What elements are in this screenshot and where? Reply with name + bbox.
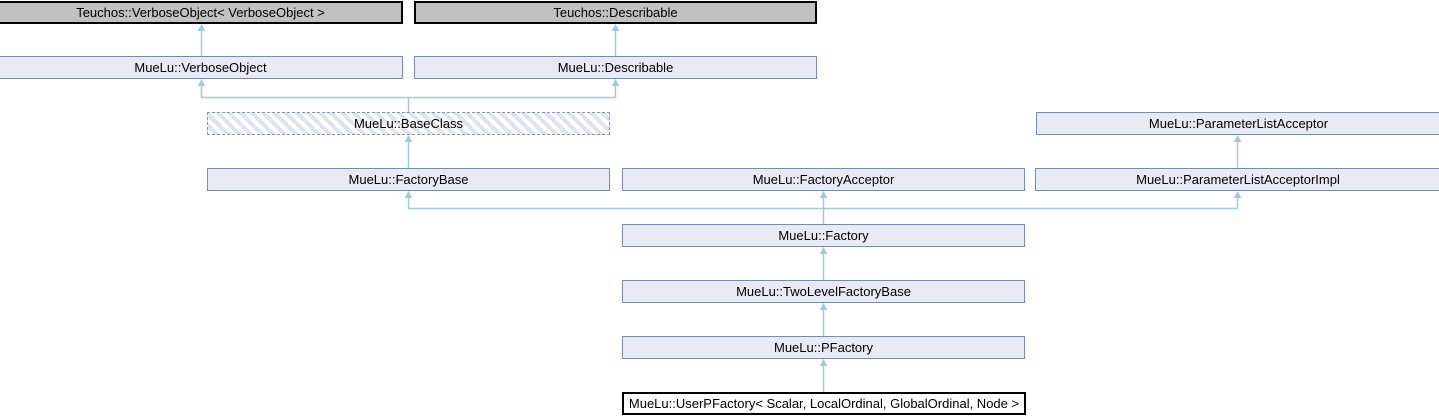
class-node-muelu-two-level-factory-base[interactable]: MueLu::TwoLevelFactoryBase <box>622 280 1025 303</box>
edge-factorybase <box>404 135 413 168</box>
class-node-muelu-parameter-list-acceptor[interactable]: MueLu::ParameterListAcceptor <box>1036 112 1439 135</box>
class-node-muelu-factory[interactable]: MueLu::Factory <box>622 224 1025 247</box>
edge-baseclass-multi <box>197 79 620 112</box>
class-node-muelu-parameter-list-acceptor-impl[interactable]: MueLu::ParameterListAcceptorImpl <box>1035 168 1439 191</box>
class-node-muelu-verbose-object[interactable]: MueLu::VerboseObject <box>0 56 403 79</box>
edge-userpfactory <box>819 359 828 392</box>
class-node-teuchos-verbose-object: Teuchos::VerboseObject< VerboseObject > <box>0 1 403 24</box>
edge-twolevelfactorybase <box>819 247 828 280</box>
class-node-muelu-factory-base[interactable]: MueLu::FactoryBase <box>207 168 610 191</box>
edge-describable <box>611 24 620 56</box>
class-node-teuchos-describable: Teuchos::Describable <box>414 1 817 24</box>
class-node-muelu-base-class[interactable]: MueLu::BaseClass <box>207 112 610 135</box>
edge-pfactory <box>819 303 828 336</box>
edge-verboseobject <box>197 24 206 56</box>
class-node-muelu-describable[interactable]: MueLu::Describable <box>414 56 817 79</box>
edge-factory-multi <box>404 191 1242 224</box>
class-node-muelu-pfactory[interactable]: MueLu::PFactory <box>622 336 1025 359</box>
class-node-muelu-user-pfactory: MueLu::UserPFactory< Scalar, LocalOrdina… <box>622 392 1026 415</box>
edge-parameterlistacceptorimpl <box>1233 135 1242 168</box>
class-node-muelu-factory-acceptor[interactable]: MueLu::FactoryAcceptor <box>622 168 1025 191</box>
